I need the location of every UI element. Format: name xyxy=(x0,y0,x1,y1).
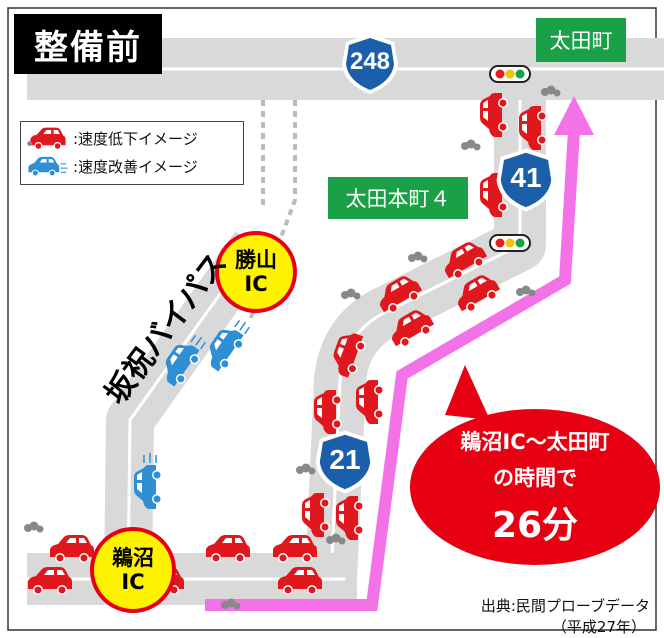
route-248-number: 248 xyxy=(349,48,391,75)
exhaust-smoke xyxy=(24,521,44,533)
exhaust-smoke xyxy=(408,251,428,263)
unuma-ic-label: 鵜沼 IC xyxy=(98,546,168,594)
callout-pointer xyxy=(445,365,490,420)
dashed-road xyxy=(248,100,297,321)
travel-route-arrow xyxy=(205,129,580,611)
katsuyama-ic-suffix: IC xyxy=(244,272,268,296)
red-car-icon xyxy=(27,127,66,150)
callout-line1: 鵜沼IC～太田町 xyxy=(460,430,610,454)
travel-time-callout xyxy=(410,409,660,565)
route-41-number: 41 xyxy=(510,162,542,193)
page-title: 整備前 xyxy=(14,14,162,74)
legend-slowdown: :速度低下イメージ xyxy=(27,125,198,151)
ota-honmachi4-label: 太田本町４ xyxy=(328,177,468,219)
legend-improved-text: :速度改善イメージ xyxy=(73,157,198,176)
exhaust-smoke xyxy=(516,285,536,297)
source-note: 出典:民間プローブデータ （平成27年） xyxy=(481,596,650,638)
ota-machi-label: 太田町 xyxy=(536,18,626,62)
unuma-ic-circle xyxy=(90,527,176,613)
exhaust-smoke xyxy=(341,288,361,300)
callout-line2: の時間で xyxy=(493,466,577,490)
katsuyama-ic-name: 勝山 xyxy=(235,248,277,272)
traffic-signal-icon xyxy=(489,65,531,83)
unuma-ic-suffix: IC xyxy=(121,570,145,594)
blue-car-icon xyxy=(27,156,69,178)
legend-improved: :速度改善イメージ xyxy=(27,153,198,179)
source-line1: 出典:民間プローブデータ xyxy=(480,597,650,615)
legend-slowdown-text: :速度低下イメージ xyxy=(73,129,198,148)
traffic-signal-icon xyxy=(489,234,531,252)
callout-travel-time: 26分 xyxy=(491,505,579,546)
exhaust-smoke xyxy=(461,139,481,151)
katsuyama-ic-circle xyxy=(215,231,297,313)
map-frame xyxy=(7,7,657,631)
legend: :速度低下イメージ :速度改善イメージ xyxy=(20,121,244,185)
source-line2: （平成27年） xyxy=(551,618,646,636)
bypass-centerline xyxy=(126,244,257,581)
route-21-number: 21 xyxy=(329,444,361,475)
travel-route-arrowhead xyxy=(554,96,594,135)
katsuyama-ic-label: 勝山 IC xyxy=(222,248,290,296)
unuma-ic-name: 鵜沼 xyxy=(112,546,154,570)
